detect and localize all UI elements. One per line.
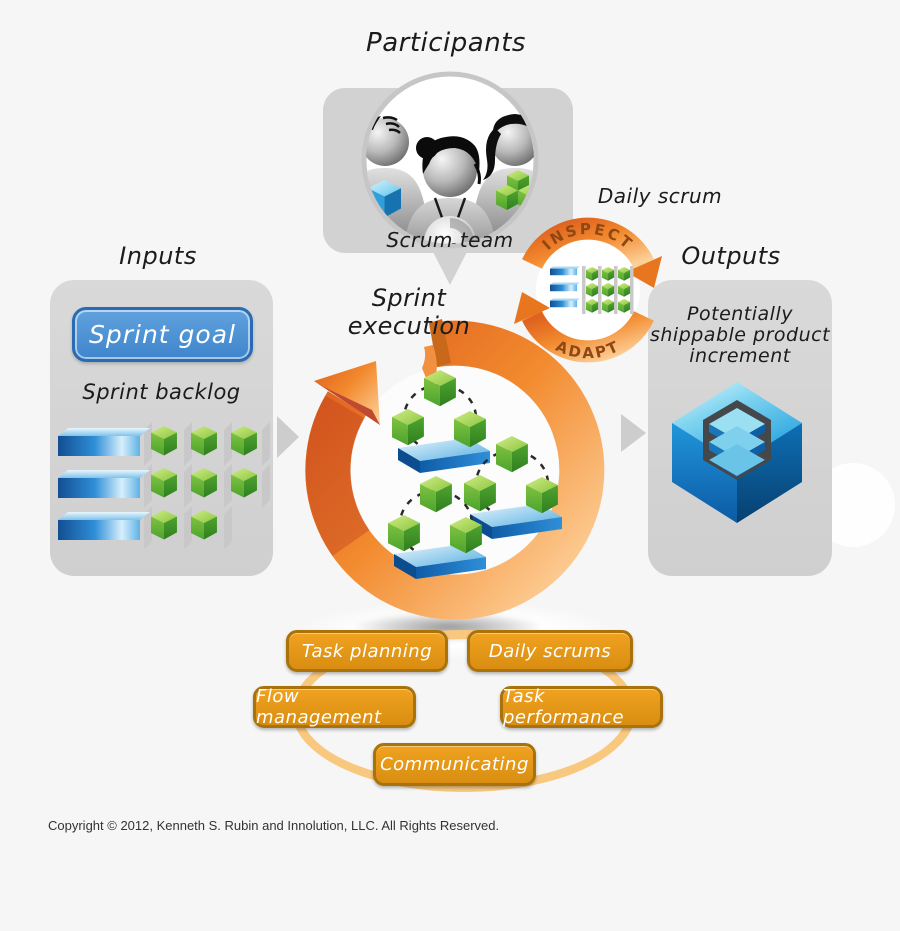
output-line-3: increment <box>689 345 791 367</box>
copyright-text: Copyright © 2012, Kenneth S. Rubin and I… <box>48 818 500 833</box>
inspect-arrowhead <box>626 256 662 288</box>
outputs-title: Outputs <box>681 242 781 270</box>
team-member-tester-icon <box>473 114 534 238</box>
activity-communicating: Communicating <box>373 743 536 786</box>
participants-title: Participants <box>366 28 526 58</box>
daily-scrum-title: Daily scrum <box>597 184 723 208</box>
activity-label: Communicating <box>380 754 529 775</box>
team-member-developer-icon <box>366 116 427 238</box>
output-line-1: Potentially <box>687 303 793 325</box>
activity-label: Daily scrums <box>488 640 612 662</box>
adapt-arrowhead <box>514 292 550 324</box>
activity-label: Task planning <box>301 640 433 662</box>
output-description: Potentially shippable product increment <box>648 304 832 367</box>
adapt-arc <box>522 310 654 363</box>
output-line-2: shippable product <box>649 324 831 346</box>
team-member-scrum-master-icon <box>403 136 497 244</box>
scrum-team-illustration <box>361 71 539 249</box>
scrum-team-caption: Scrum team <box>386 228 514 252</box>
activity-flow-management: Flow management <box>253 686 416 728</box>
sprint-backlog-grid <box>58 422 270 548</box>
inspect-arc <box>522 217 654 270</box>
sprint-goal-box: Sprint goal <box>72 307 253 362</box>
inputs-panel: Sprint goal Sprint backlog <box>50 280 273 576</box>
product-increment-cube <box>672 382 802 523</box>
sprint-goal-label: Sprint goal <box>89 320 236 349</box>
inputs-title: Inputs <box>119 242 197 270</box>
speech-bubble-tail <box>432 250 468 285</box>
cycle-tail-face <box>429 319 451 367</box>
sprint-execution-title: Sprint execution <box>347 284 471 340</box>
cycle-arrow-ring <box>305 320 605 620</box>
activity-task-planning: Task planning <box>286 630 448 672</box>
execution-to-outputs-arrow <box>621 414 646 452</box>
activity-daily-scrums: Daily scrums <box>467 630 633 672</box>
background-swoosh <box>811 463 895 547</box>
inputs-to-execution-arrow <box>277 416 299 458</box>
daily-scrum-taskboard <box>550 266 634 314</box>
activity-label: Task performance <box>503 686 625 728</box>
outputs-panel: Potentially shippable product increment <box>648 280 832 576</box>
activity-task-performance: Task performance <box>500 686 663 728</box>
activity-label: Flow management <box>256 686 382 728</box>
sprint-backlog-label: Sprint backlog <box>82 380 241 404</box>
sprint-execution-cycle <box>305 319 605 620</box>
daily-scrum-cycle: INSPECT ADAPT <box>514 217 662 363</box>
